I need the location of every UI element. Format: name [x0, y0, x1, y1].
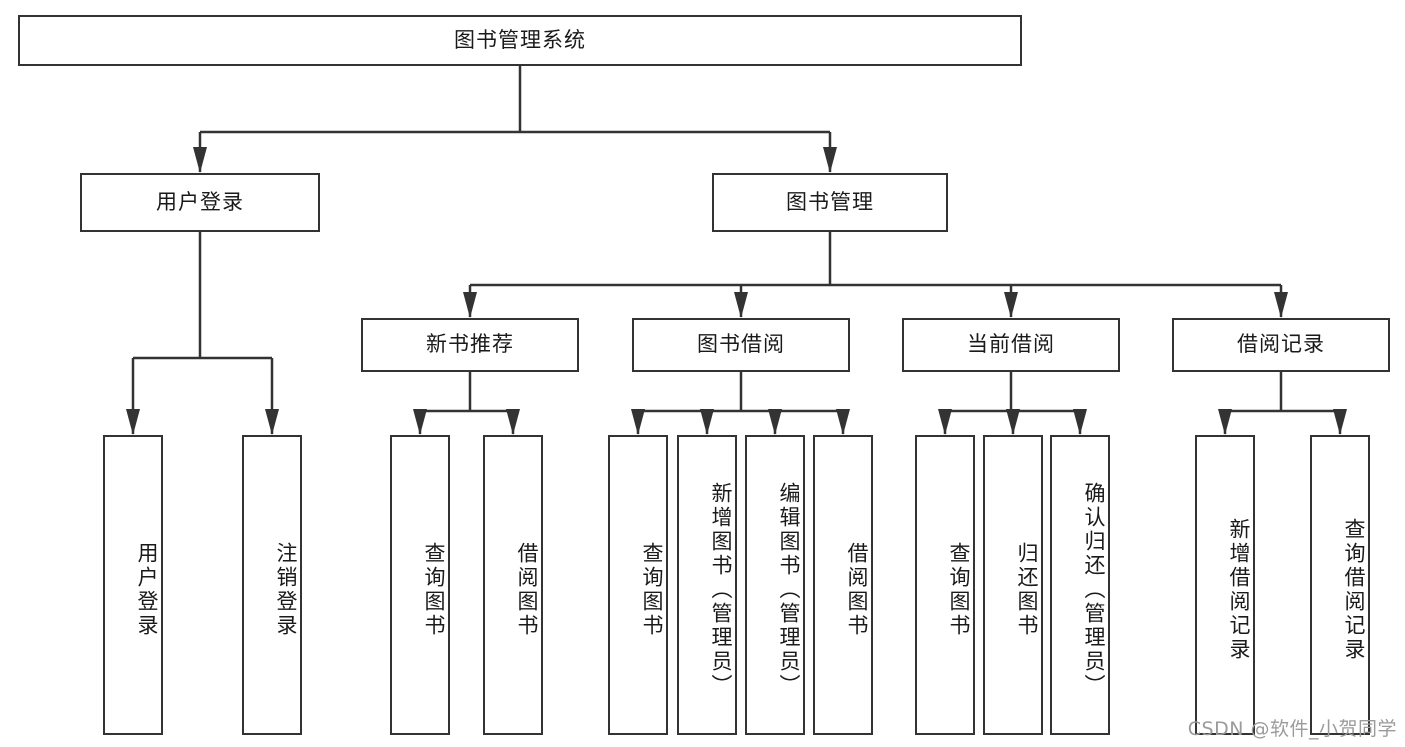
node-label: 确认归还（管理员） [1082, 482, 1106, 698]
edge-arrowhead [1006, 409, 1020, 435]
node-label: 新增图书（管理员） [709, 482, 733, 698]
diagram-node-leaf-bo-add: 新增图书（管理员） [677, 435, 737, 735]
diagram-node-leaf-logout: 注销登录 [242, 435, 302, 735]
node-label: 新增借阅记录 [1227, 518, 1251, 662]
node-label: 查询图书 [422, 542, 446, 638]
diagram-node-bookmgmt: 图书管理 [712, 173, 948, 232]
diagram-node-leaf-bo-edit: 编辑图书（管理员） [745, 435, 805, 735]
edge-arrowhead [193, 147, 207, 173]
edge-arrowhead [1333, 409, 1347, 435]
diagram-node-leaf-cu-confirm: 确认归还（管理员） [1050, 435, 1110, 735]
edge-arrowhead [700, 409, 714, 435]
edge-arrowhead [1274, 292, 1288, 318]
node-label: 查询图书 [640, 542, 664, 638]
node-label: 查询借阅记录 [1342, 518, 1366, 662]
watermark-label: CSDN @软件_小贺同学 [1187, 718, 1397, 740]
diagram-node-root: 图书管理系统 [18, 15, 1022, 66]
diagram-node-newbook: 新书推荐 [361, 318, 579, 372]
edge-arrowhead [631, 409, 645, 435]
edge-arrowhead [1218, 409, 1232, 435]
node-label: 图书借阅 [697, 332, 785, 357]
node-label: 新书推荐 [426, 332, 514, 357]
edge-arrowhead [506, 409, 520, 435]
node-label: 借阅图书 [515, 542, 539, 638]
node-label: 查询图书 [947, 542, 971, 638]
diagram-node-leaf-re-add: 新增借阅记录 [1195, 435, 1255, 735]
node-label: 归还图书 [1015, 542, 1039, 638]
node-label: 借阅图书 [845, 542, 869, 638]
diagram-node-leaf-bo-borrow: 借阅图书 [813, 435, 873, 735]
diagram-node-leaf-bo-query: 查询图书 [608, 435, 668, 735]
edge-arrowhead [768, 409, 782, 435]
node-label: 编辑图书（管理员） [777, 482, 801, 698]
diagram-node-records: 借阅记录 [1172, 318, 1390, 372]
edge-arrowhead [413, 409, 427, 435]
diagram-node-leaf-re-query: 查询借阅记录 [1310, 435, 1370, 735]
edge-arrowhead [938, 409, 952, 435]
diagram-node-leaf-cu-query: 查询图书 [915, 435, 975, 735]
node-label: 借阅记录 [1237, 332, 1325, 357]
diagram-node-login: 用户登录 [80, 173, 320, 232]
edge-arrowhead [1004, 292, 1018, 318]
diagram-node-leaf-nb-query: 查询图书 [390, 435, 450, 735]
edge-arrowhead [836, 409, 850, 435]
diagram-node-leaf-nb-borrow: 借阅图书 [483, 435, 543, 735]
edge-arrowhead [126, 409, 140, 435]
diagram-node-borrow: 图书借阅 [632, 318, 850, 372]
edge-arrowhead [823, 147, 837, 173]
node-label: 当前借阅 [967, 332, 1055, 357]
edge-arrowhead [463, 292, 477, 318]
node-label: 注销登录 [274, 542, 298, 638]
edge-arrowhead [734, 292, 748, 318]
diagram-node-leaf-login: 用户登录 [103, 435, 163, 735]
edge-arrowhead [265, 409, 279, 435]
diagram-node-leaf-cu-return: 归还图书 [983, 435, 1043, 735]
node-label: 图书管理系统 [454, 27, 586, 52]
node-label: 用户登录 [135, 542, 159, 638]
node-label: 图书管理 [786, 189, 874, 214]
edge-arrowhead [1073, 409, 1087, 435]
node-label: 用户登录 [156, 189, 244, 214]
diagram-node-current: 当前借阅 [902, 318, 1120, 372]
